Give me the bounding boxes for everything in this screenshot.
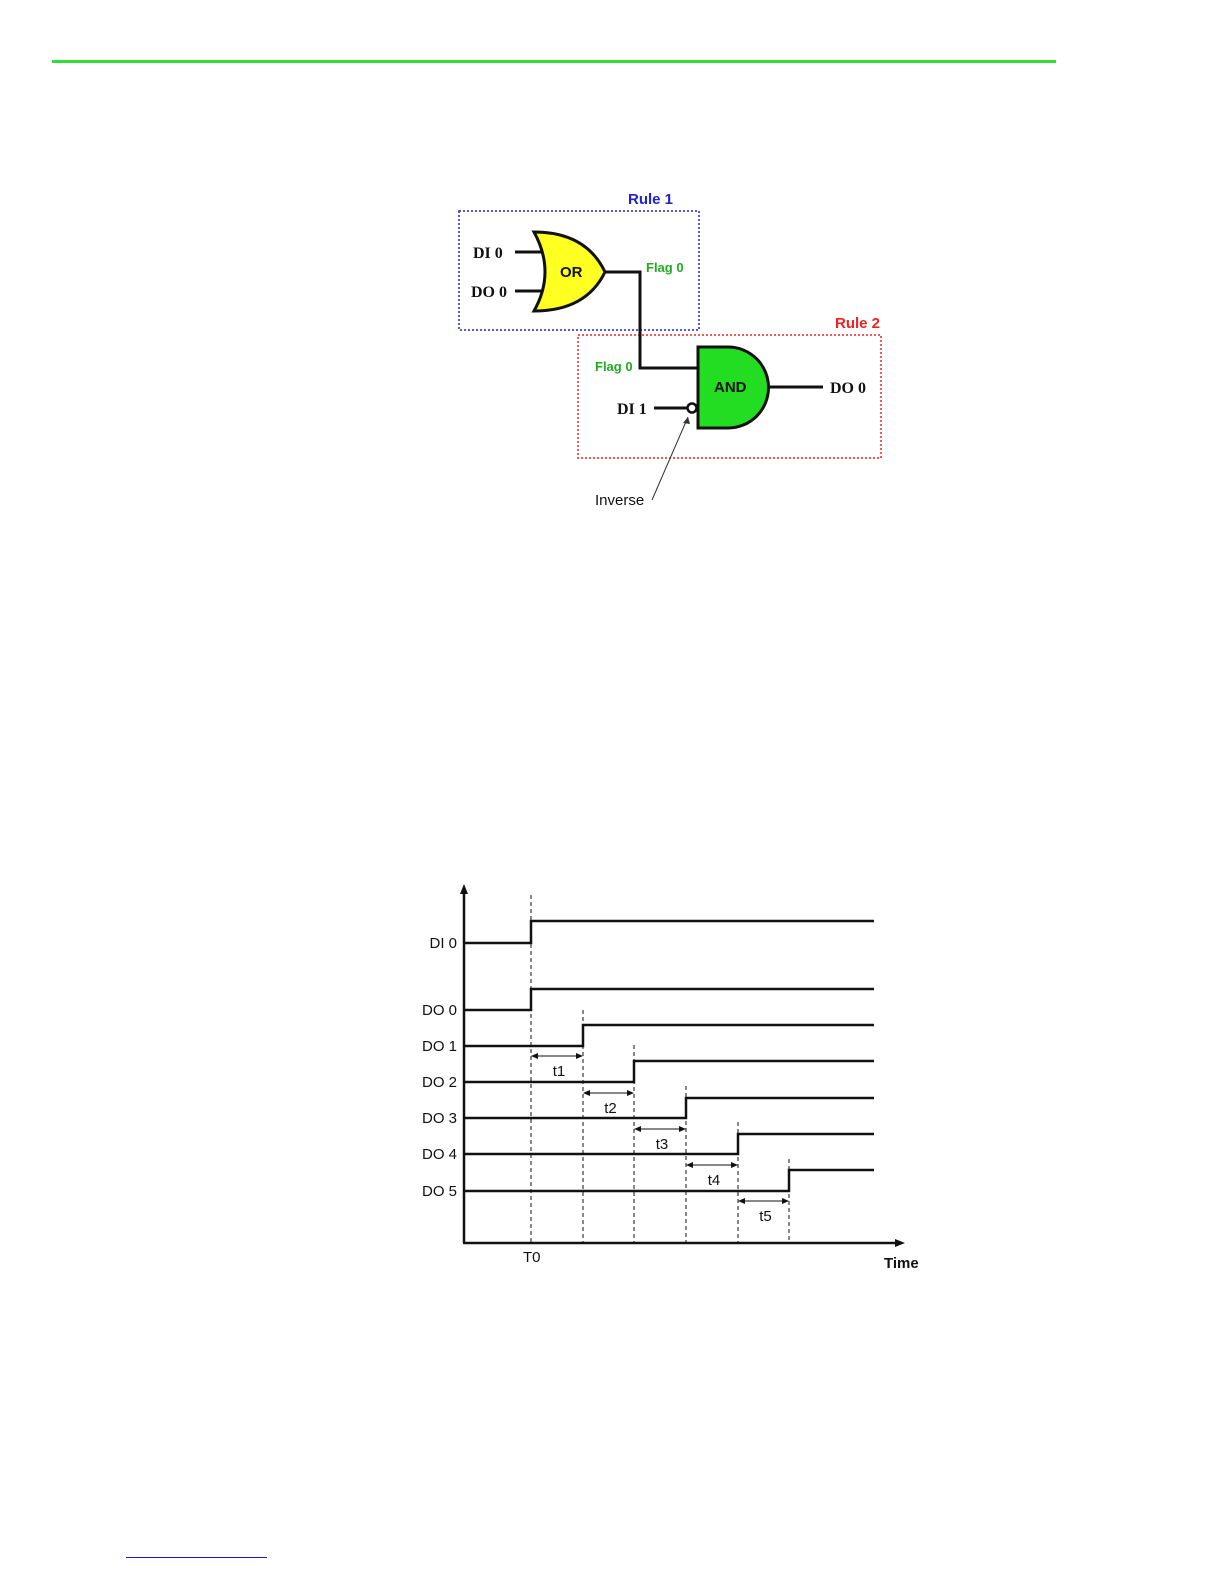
signal-label: DI 0 [429, 935, 457, 952]
signal-label: DO 3 [422, 1110, 457, 1127]
delay-arrowhead-right [679, 1126, 686, 1132]
delay-arrowhead-left [531, 1053, 538, 1059]
y-axis-arrowhead [460, 884, 468, 894]
delay-arrowhead-right [731, 1162, 738, 1168]
signal-waveform [465, 1098, 874, 1118]
signal-label: DO 0 [422, 1002, 457, 1019]
delay-arrowhead-left [738, 1198, 745, 1204]
delay-label: t2 [604, 1100, 617, 1117]
signal-waveform [465, 989, 874, 1010]
delay-label: t3 [656, 1136, 669, 1153]
t0-label: T0 [523, 1249, 541, 1266]
delay-label: t1 [553, 1063, 566, 1080]
delay-arrowhead-left [686, 1162, 693, 1168]
signal-waveform [465, 1025, 874, 1046]
signal-label: DO 5 [422, 1183, 457, 1200]
delay-arrowhead-right [782, 1198, 789, 1204]
signal-waveform [465, 1170, 874, 1191]
x-axis-label: Time [884, 1255, 919, 1272]
delay-arrowhead-left [634, 1126, 641, 1132]
signal-label: DO 4 [422, 1146, 457, 1163]
signal-label: DO 2 [422, 1074, 457, 1091]
signal-label: DO 1 [422, 1038, 457, 1055]
signal-waveform [465, 921, 874, 943]
delay-arrowhead-left [583, 1090, 590, 1096]
x-axis-arrowhead [895, 1239, 905, 1247]
signal-waveform [465, 1134, 874, 1154]
delay-arrowhead-right [627, 1090, 634, 1096]
delay-label: t4 [708, 1172, 721, 1189]
delay-label: t5 [759, 1208, 772, 1225]
signal-waveform [465, 1061, 874, 1082]
footer-rule [126, 1557, 267, 1558]
delay-arrowhead-right [576, 1053, 583, 1059]
